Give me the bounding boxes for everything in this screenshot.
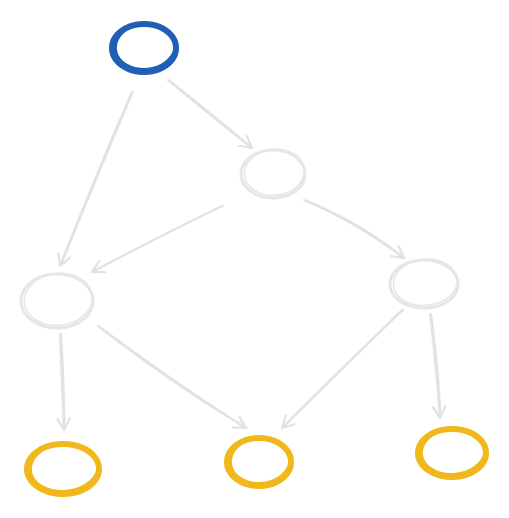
edge-mid-left-to-leaf-center — [96, 324, 248, 430]
node-leaf-left — [24, 441, 102, 497]
edges-layer — [56, 78, 447, 432]
node-mid-left — [19, 272, 95, 330]
nodes-layer — [19, 21, 489, 497]
node-mid-right — [388, 258, 460, 310]
edge-root-to-mid-left — [57, 90, 135, 268]
edge-mid-right-to-leaf-center — [280, 308, 405, 430]
node-root — [109, 21, 179, 75]
node-leaf-right — [415, 426, 489, 480]
edge-root-to-mid-center — [166, 78, 254, 150]
node-leaf-center — [224, 435, 294, 489]
edge-mid-left-to-leaf-left — [56, 332, 71, 432]
edge-mid-center-to-mid-right — [302, 198, 406, 260]
node-mid-center — [239, 148, 307, 200]
edge-mid-right-to-leaf-right — [428, 312, 447, 420]
edge-mid-center-to-mid-left — [90, 204, 225, 274]
